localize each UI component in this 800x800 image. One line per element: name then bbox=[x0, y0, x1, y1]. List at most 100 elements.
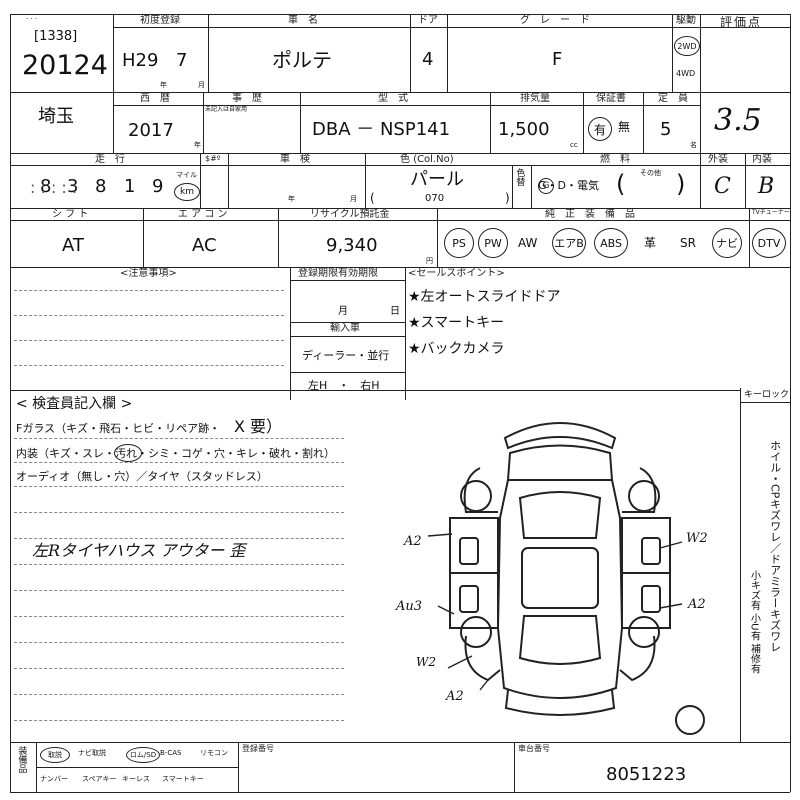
damage-label-left-front: A2 bbox=[404, 534, 422, 549]
capacity-label: 定 員 bbox=[658, 93, 688, 104]
chassis-label: 車台番号 bbox=[518, 744, 550, 753]
frame-left bbox=[10, 14, 11, 792]
row2-bottom bbox=[10, 153, 790, 154]
equipment-item: ABS bbox=[594, 228, 628, 258]
equipment-item: PS bbox=[444, 228, 474, 258]
row4-bottom bbox=[10, 267, 790, 268]
color-change-label: 色替 bbox=[514, 168, 525, 186]
tv-tuner-label: TVチューナー bbox=[752, 209, 790, 216]
mileage-digit: 9 bbox=[152, 176, 164, 197]
footer-equipment-item: 取説 bbox=[40, 747, 70, 763]
damage-label-right-front: W2 bbox=[686, 531, 708, 546]
interior-score: B bbox=[758, 174, 775, 199]
fuel-g-circled: G bbox=[538, 178, 554, 194]
mileage-digit: 8 bbox=[95, 176, 107, 197]
wheel-mirror-legend: ホイル・CPキズワレ／ドアミラーキズワレ bbox=[768, 440, 782, 653]
import-value: ディーラー・並行 bbox=[302, 349, 390, 362]
region: 埼玉 bbox=[38, 106, 74, 127]
row3-bottom bbox=[10, 208, 790, 209]
warranty-label: 保証書 bbox=[596, 93, 626, 104]
import-label: 輸入車 bbox=[330, 323, 360, 334]
mileage-digit: 8 bbox=[40, 176, 52, 197]
aircon-label: エ ア コ ン bbox=[178, 209, 228, 220]
equipment-item: エアB bbox=[552, 228, 586, 258]
interior-line: 内装（キズ・スレ・汚れ・シミ・コゲ・穴・キレ・破れ・割れ） bbox=[16, 447, 335, 460]
inspection-label: 車 検 bbox=[280, 154, 310, 165]
history-note: 未記入は自家用 bbox=[205, 106, 248, 113]
frame-right bbox=[790, 14, 791, 792]
damage-label-left-door: Au3 bbox=[396, 599, 423, 614]
footer-equipment-item: B-CAS bbox=[160, 749, 182, 757]
fuel-label: 燃 料 bbox=[600, 154, 630, 165]
displacement-label: 排気量 bbox=[520, 93, 550, 104]
row1-bottom bbox=[10, 92, 790, 93]
damage-legend: 小キズ有 小U有 補修有 bbox=[748, 570, 760, 674]
shift-label: シ フ ト bbox=[52, 209, 89, 220]
eval-score: 3.5 bbox=[714, 103, 762, 138]
lot-label: [1338] bbox=[34, 29, 78, 44]
shift-value: AT bbox=[62, 235, 84, 256]
grade-value: F bbox=[552, 49, 563, 70]
chassis-number: 8051223 bbox=[606, 764, 687, 785]
fuel-other: その他 bbox=[640, 169, 661, 177]
interior-label: 内装 bbox=[752, 154, 772, 165]
equipment-item: DTV bbox=[752, 228, 786, 258]
western-year: 2017 bbox=[128, 120, 174, 141]
footer-equipment-item: ナンバー bbox=[40, 775, 68, 783]
reg-number-label: 登録番号 bbox=[242, 744, 274, 753]
windshield-mark: X 要） bbox=[234, 417, 283, 436]
drive-label: 駆動 bbox=[676, 15, 696, 26]
recycle-label: リサイクル預託金 bbox=[310, 209, 390, 220]
footer-equipment-item: キーレス bbox=[122, 775, 150, 783]
exterior-score: C bbox=[714, 174, 731, 199]
km-circled: km bbox=[174, 183, 200, 201]
footer-equipment-item: スペアキー bbox=[82, 775, 117, 783]
dirt-circled-mark bbox=[114, 444, 142, 462]
recycle-value: 9,340 bbox=[326, 235, 378, 256]
first-reg-label: 初度登録 bbox=[140, 15, 180, 26]
footer-top bbox=[10, 742, 790, 743]
grade-label: グ レ ー ド bbox=[520, 15, 590, 26]
notes-bottom bbox=[10, 390, 740, 391]
sales-point: ★バックカメラ bbox=[408, 341, 505, 357]
door-value: 4 bbox=[422, 49, 434, 70]
footer-equipment-item: ロム/SD bbox=[126, 747, 160, 763]
windshield-line: Fガラス（キズ・飛石・ヒビ・リペア跡・ bbox=[16, 422, 221, 435]
eval-label: 評価点 bbox=[720, 15, 763, 29]
reg-expiry-label: 登録期限有効期限 bbox=[298, 268, 378, 279]
drive-4wd: 4WD bbox=[676, 69, 696, 78]
equipment-item: AW bbox=[518, 236, 538, 250]
damage-label-left-rear: W2 bbox=[416, 655, 436, 669]
mileage-digit: 1 bbox=[124, 176, 136, 197]
warranty-no: 無 bbox=[618, 120, 631, 134]
footer-equipment-item: ナビ取説 bbox=[78, 749, 106, 757]
color-label: 色 (Col.No) bbox=[400, 154, 454, 165]
equipment-item: ナビ bbox=[712, 228, 742, 258]
lot-number: 20124 bbox=[22, 50, 108, 81]
footer-equipment-item: リモコン bbox=[200, 749, 228, 757]
equipment-item: 革 bbox=[644, 236, 657, 250]
inspector-handwritten-note: 左Rタイヤハウス アウター 歪 bbox=[32, 541, 246, 560]
sales-point-label: <セールスポイント> bbox=[408, 268, 505, 279]
hand-drive: 左H ・ 右H bbox=[308, 379, 380, 392]
aircon-value: AC bbox=[192, 235, 217, 256]
sales-point: ★スマートキー bbox=[408, 315, 505, 331]
inspector-title: < 検査員記入欄 > bbox=[16, 396, 133, 412]
western-label: 西 暦 bbox=[140, 93, 170, 104]
first-reg-era: H29 bbox=[122, 50, 159, 71]
footer-equipment-item: スマートキー bbox=[162, 775, 204, 783]
drive-2wd-circled: 2WD bbox=[674, 36, 700, 56]
damage-label-right-rear: A2 bbox=[688, 597, 706, 612]
warranty-yes-circled: 有 bbox=[588, 117, 612, 141]
damage-label-rear: A2 bbox=[446, 689, 464, 704]
equipment-side-label: 装備品 bbox=[16, 746, 27, 773]
sales-point: ★左オートスライドドア bbox=[408, 289, 561, 305]
history-label: 事 歴 bbox=[232, 93, 262, 104]
caution-label: <注意事項> bbox=[120, 268, 177, 279]
exterior-label: 外装 bbox=[708, 154, 728, 165]
color-number: 070 bbox=[425, 193, 445, 204]
mileage-label: 走 行 bbox=[95, 154, 125, 165]
key-lock-label: キーロック bbox=[744, 390, 790, 400]
model-label: 型 式 bbox=[378, 93, 408, 104]
